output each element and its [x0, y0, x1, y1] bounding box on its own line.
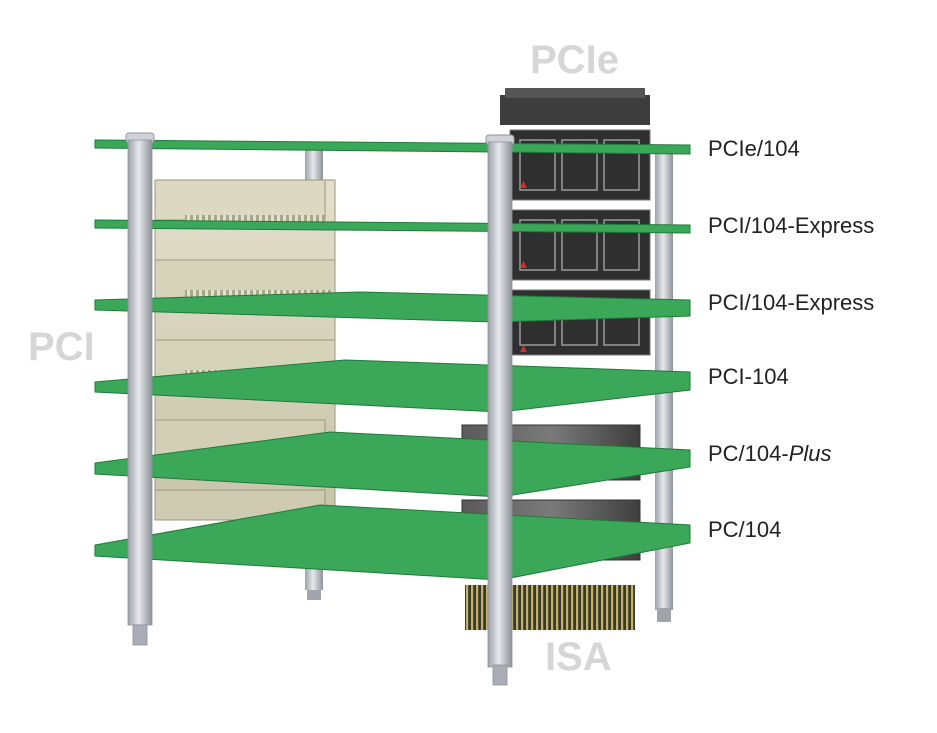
board-label-3: PCI/104-Express: [708, 292, 874, 314]
front-standoff-left: [128, 140, 152, 625]
bus-label-pcie: PCIe: [530, 40, 619, 80]
board-label-2: PCI/104-Express: [708, 215, 874, 237]
board-label-4: PCI-104: [708, 366, 789, 388]
bus-label-pci: PCI: [28, 327, 95, 367]
board-label-1: PCIe/104: [708, 138, 800, 160]
board-label-5-prefix: PC/104-: [708, 441, 789, 466]
board-label-5: PC/104-Plus: [708, 443, 832, 465]
board-label-6: PC/104: [708, 519, 781, 541]
board-label-5-italic: Plus: [789, 441, 832, 466]
front-standoff-right: [488, 142, 512, 667]
bus-label-isa: ISA: [545, 637, 612, 677]
